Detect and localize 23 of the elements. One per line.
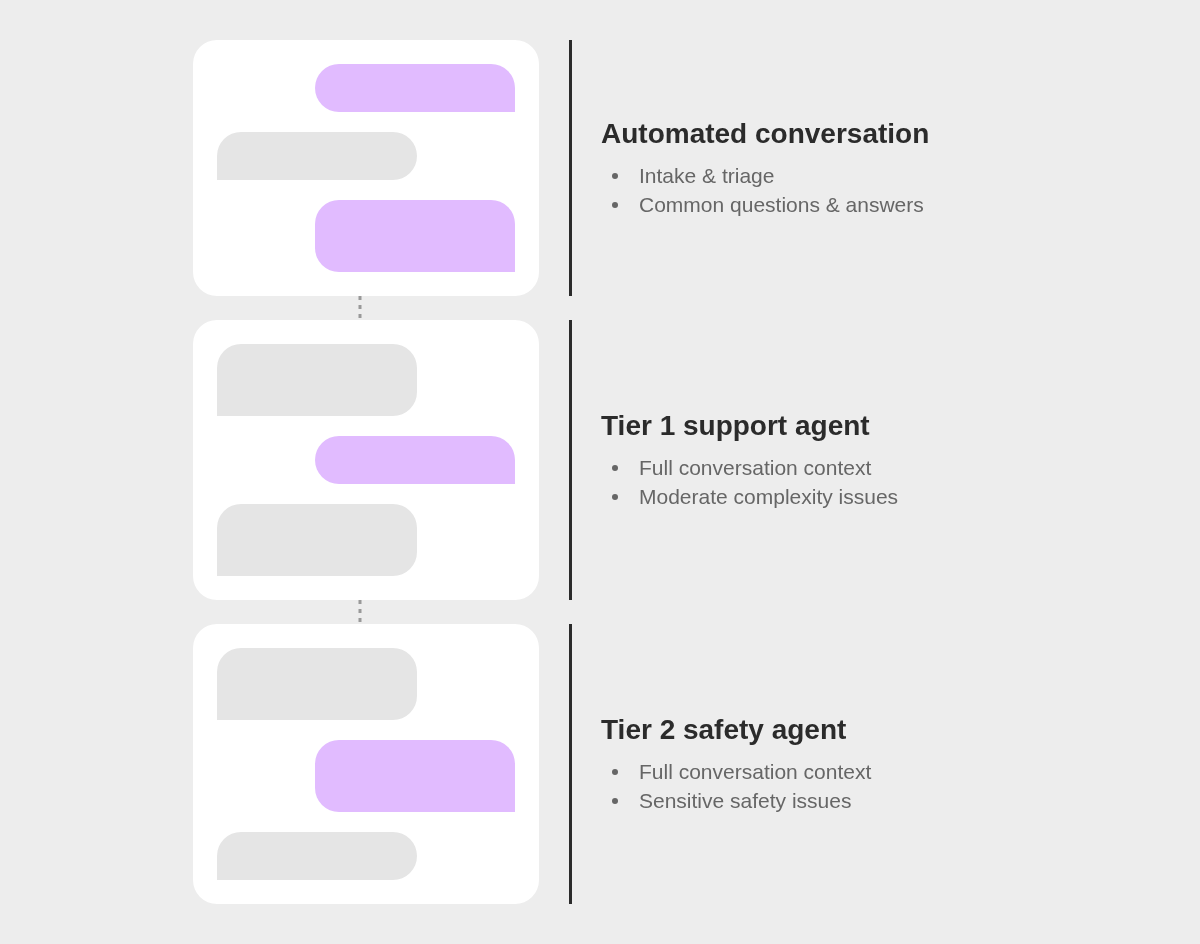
connector-line <box>358 296 362 320</box>
bullet-text: Common questions & answers <box>639 192 924 218</box>
connector-line <box>358 600 362 624</box>
chat-window-card <box>193 40 539 296</box>
chat-bubble <box>217 648 417 720</box>
bullet-text: Sensitive safety issues <box>639 788 852 814</box>
chat-bubble <box>217 504 417 576</box>
chat-window-card <box>193 624 539 904</box>
chat-window-card <box>193 320 539 600</box>
bullet-text: Full conversation context <box>639 759 872 785</box>
chat-bubble <box>217 832 417 880</box>
chat-bubble <box>315 740 515 812</box>
chat-bubble <box>217 344 417 416</box>
chat-bubble <box>315 64 515 112</box>
chat-bubble <box>315 200 515 272</box>
section-heading: Tier 2 safety agent <box>601 713 847 747</box>
section-heading: Tier 1 support agent <box>601 409 870 443</box>
chat-bubble <box>217 132 417 180</box>
section-heading: Automated conversation <box>601 117 930 151</box>
chat-bubble <box>315 436 515 484</box>
bullet-text: Intake & triage <box>639 163 775 189</box>
bullet-text: Full conversation context <box>639 455 872 481</box>
bullet-text: Moderate complexity issues <box>639 484 899 510</box>
